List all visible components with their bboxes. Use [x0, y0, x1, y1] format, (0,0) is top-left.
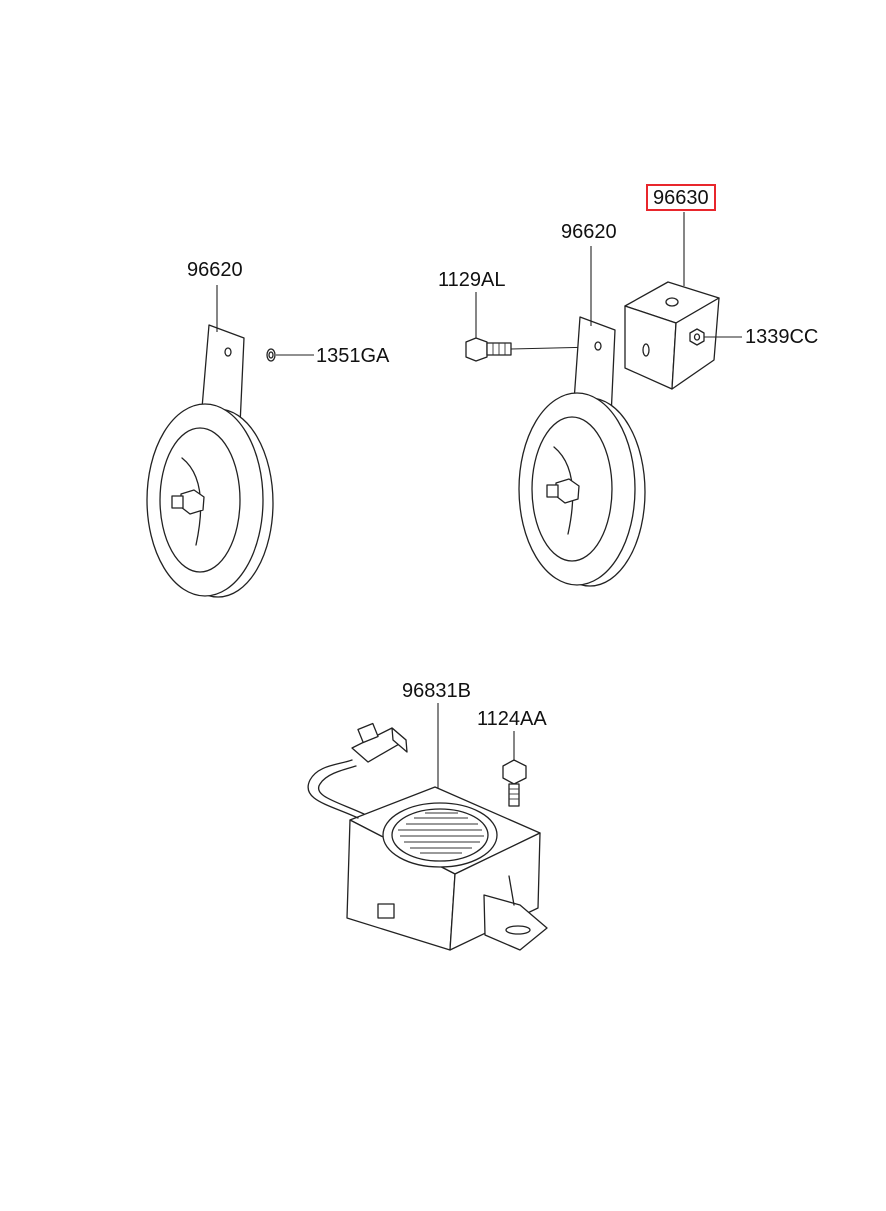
- buzzer-drawing: [307, 703, 548, 951]
- horn-left-drawing: [146, 285, 274, 598]
- nut-drawing: [689, 328, 742, 346]
- label-buzzer[interactable]: 96831B: [402, 680, 471, 702]
- label-bracket[interactable]: 96630: [646, 184, 716, 211]
- label-washer-left[interactable]: 1351GA: [316, 345, 390, 367]
- label-horn-right[interactable]: 96620: [561, 221, 617, 243]
- label-nut[interactable]: 1339CC: [745, 326, 819, 348]
- horn-right-drawing: [518, 246, 646, 587]
- label-horn-left[interactable]: 96620: [187, 259, 243, 281]
- bracket-drawing: [624, 212, 720, 390]
- label-bolt[interactable]: 1129AL: [438, 269, 506, 291]
- washer-left-drawing: [266, 348, 314, 362]
- buzzer-bolt-drawing: [502, 731, 527, 807]
- bolt-drawing: [465, 292, 597, 362]
- label-buzzer-bolt[interactable]: 1124AA: [477, 708, 547, 730]
